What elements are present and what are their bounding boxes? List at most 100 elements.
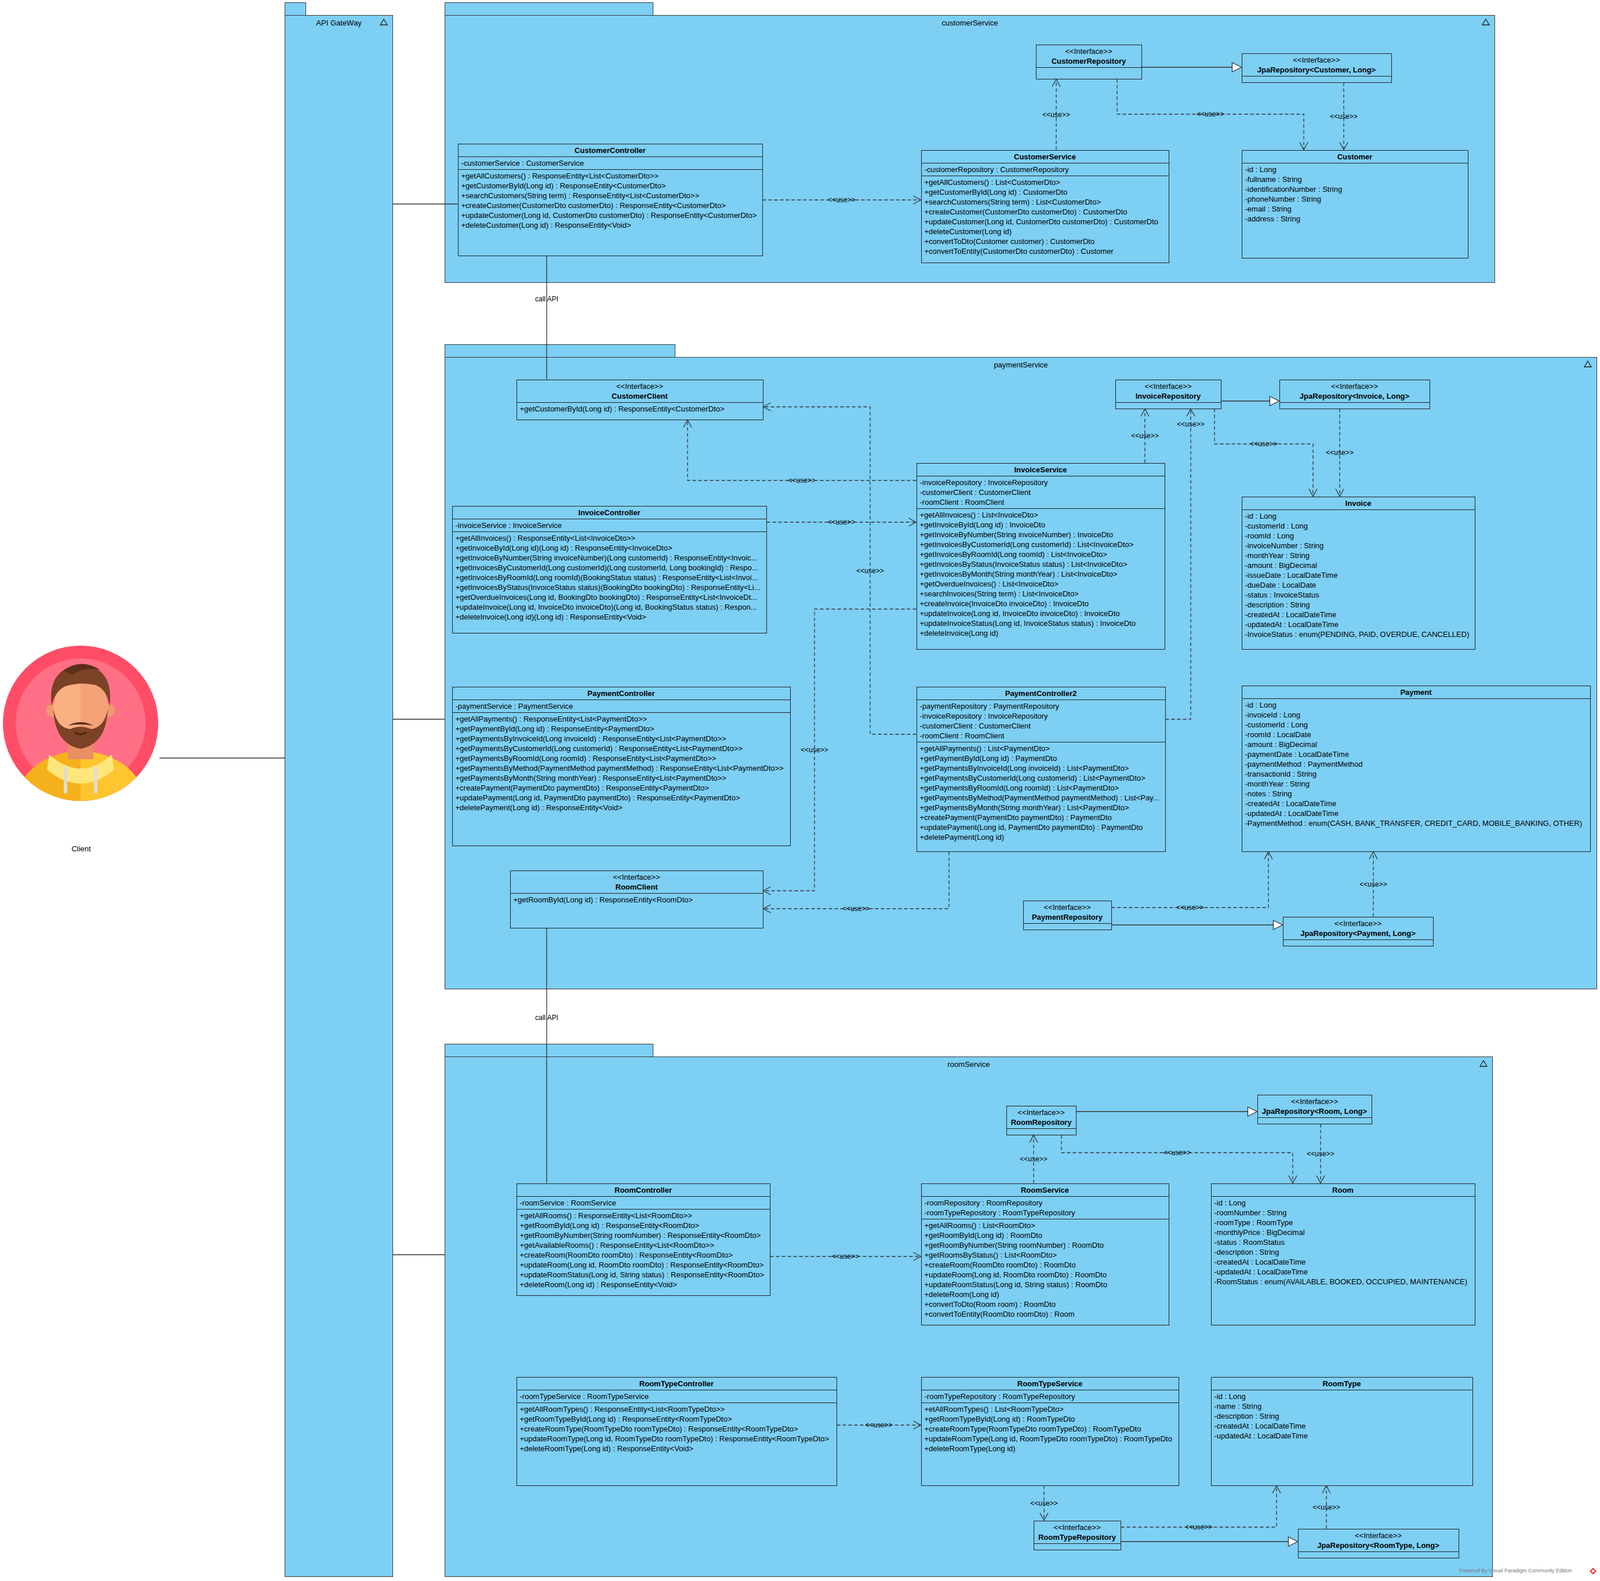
attribute: -invoiceRepository : InvoiceRepository bbox=[920, 477, 1049, 488]
attribute: -monthYear : String bbox=[1245, 550, 1311, 561]
operation: +deleteRoom(Long id) bbox=[924, 1289, 1000, 1300]
operation: +deleteRoomType(Long id) bbox=[924, 1444, 1016, 1454]
operation: +updateRoom(Long id, RoomDto roomDto) : … bbox=[924, 1270, 1108, 1280]
attribute: -status : InvoiceStatus bbox=[1245, 590, 1320, 600]
class-name: Payment bbox=[1400, 687, 1432, 698]
attribute: -updatedAt : LocalDateTime bbox=[1214, 1431, 1308, 1442]
operation: +getAllRooms() : List<RoomDto> bbox=[924, 1220, 1036, 1231]
association-line bbox=[393, 1255, 445, 1256]
empty-compartment bbox=[1283, 940, 1434, 947]
package-symbol bbox=[1479, 1060, 1488, 1068]
operation: +getCustomerById(Long id) : CustomerDto bbox=[924, 187, 1068, 198]
edge-label-wrap: <<use>> bbox=[1174, 903, 1206, 913]
attribute: -createdAt : LocalDateTime bbox=[1245, 609, 1337, 620]
edge-label-wrap: call API bbox=[533, 295, 560, 304]
stereotype: <<Interface>> bbox=[1053, 1522, 1101, 1533]
class-name: JpaRepository<Payment, Long> bbox=[1300, 928, 1416, 939]
operation: +deleteRoomType(Long id) : ResponseEntit… bbox=[520, 1444, 694, 1454]
operation: +getInvoicesByStatus(InvoiceStatus statu… bbox=[920, 559, 1128, 570]
attribute: -roomClient : RoomClient bbox=[920, 731, 1005, 741]
method-compartment: +getAllInvoices() : List<InvoiceDto> +get… bbox=[917, 508, 1165, 650]
connector-path bbox=[393, 1254, 445, 1256]
attribute: -address : String bbox=[1245, 213, 1301, 224]
class-name: JpaRepository<Invoice, Long> bbox=[1299, 391, 1410, 402]
package-title-wrap: customerService bbox=[445, 17, 1495, 28]
operation: +getOverdueInvoices() : List<InvoiceDto> bbox=[920, 579, 1060, 589]
operation: +getRoomById(Long id) : ResponseEntity<R… bbox=[513, 895, 694, 905]
edge-label: <<use>> bbox=[854, 566, 886, 576]
method-compartment: +getRoomById(Long id) : ResponseEntity<R… bbox=[510, 893, 763, 929]
attribute-compartment: -invoiceRepository : InvoiceRepository-c… bbox=[917, 476, 1165, 509]
operation: +getInvoicesByStatus(InvoiceStatus statu… bbox=[455, 582, 761, 593]
method-compartment: +getAllRooms() : ResponseEntity<List<Roo… bbox=[517, 1209, 770, 1296]
class-name: PaymentController2 bbox=[1005, 688, 1078, 699]
class-name: CustomerRepository bbox=[1051, 56, 1127, 67]
class-header: <<Interface>>RoomClient bbox=[510, 871, 763, 894]
operation: +createRoom(RoomDto roomDto) : RoomDto bbox=[924, 1260, 1076, 1271]
class-name: JpaRepository<Customer, Long> bbox=[1257, 64, 1376, 75]
edge-label-wrap: <<use>> bbox=[1129, 431, 1160, 441]
attribute: -paymentDate : LocalDateTime bbox=[1245, 749, 1349, 760]
edge-label-wrap: <<use>> bbox=[1357, 880, 1389, 889]
attribute: -amount : BigDecimal bbox=[1245, 560, 1318, 571]
operation: +getPaymentsByMonth(String monthYear) : … bbox=[455, 773, 727, 784]
operation: +updateInvoiceStatus(Long id, InvoiceSta… bbox=[920, 618, 1137, 629]
operation: +deletePayment(Long id) bbox=[920, 832, 1005, 843]
interface-box: <<Interface>>JpaRepository<Payment, Long… bbox=[1282, 917, 1434, 947]
interface-box: <<Interface>>PaymentRepository bbox=[1023, 900, 1112, 931]
operation: +getRoomByNumber(String roomNumber) : Ro… bbox=[924, 1240, 1105, 1251]
class-name: JpaRepository<RoomType, Long> bbox=[1317, 1540, 1440, 1551]
edge-label: call API bbox=[533, 295, 560, 304]
connector-path bbox=[393, 718, 445, 720]
method-compartment: +getAllCustomers() : List<CustomerDto>+g… bbox=[921, 176, 1169, 263]
watermark: Powered By Visual Paradigm Community Edi… bbox=[1459, 1568, 1572, 1575]
class-box: RoomService-roomRepository : RoomReposit… bbox=[921, 1183, 1170, 1326]
class-box: Customer-id : Long-fullname : String-ide… bbox=[1241, 150, 1469, 259]
class-box: CustomerService-customerRepository : Cus… bbox=[921, 150, 1170, 264]
edge-label-wrap: <<use>> bbox=[1324, 448, 1355, 458]
operation: +getPaymentsByMethod(PaymentMethod payme… bbox=[920, 793, 1160, 803]
class-box: Invoice-id : Long-customerId : Long-room… bbox=[1241, 496, 1476, 650]
attribute: -roomService : RoomService bbox=[520, 1198, 617, 1209]
interface-box: <<Interface>>JpaRepository<RoomType, Lon… bbox=[1297, 1529, 1460, 1559]
operation: +getPaymentsByCustomerId(Long customerId… bbox=[920, 773, 1146, 784]
operation: +getCustomerById(Long id) : ResponseEnti… bbox=[461, 180, 667, 191]
edge-label-wrap: <<use>> bbox=[830, 1252, 861, 1262]
class-name: CustomerClient bbox=[611, 391, 668, 402]
actor-label-wrap: Client bbox=[2, 844, 160, 854]
attribute: -roomNumber : String bbox=[1214, 1208, 1287, 1218]
stereotype: <<Interface>> bbox=[1291, 1096, 1338, 1107]
operation: +convertToDto(Room room) : RoomDto bbox=[924, 1299, 1057, 1310]
package-frame: customerService<<Interface>>CustomerRepo… bbox=[444, 15, 1496, 283]
operation: +getAllInvoices() : List<InvoiceDto> bbox=[920, 510, 1039, 520]
class-header: RoomTypeService bbox=[921, 1377, 1179, 1391]
stereotype: <<Interface>> bbox=[1354, 1531, 1402, 1541]
attribute: -notes : String bbox=[1245, 788, 1293, 799]
attribute: -description : String bbox=[1214, 1247, 1280, 1258]
operation: +convertToDto(Customer customer) : Custo… bbox=[924, 236, 1096, 247]
method-compartment: +getAllRooms() : List<RoomDto> +getRoomBy… bbox=[921, 1219, 1169, 1326]
operation: +createRoomType(RoomTypeDto roomTypeDto)… bbox=[924, 1424, 1142, 1435]
attribute: -roomType : RoomType bbox=[1214, 1217, 1294, 1228]
attribute-compartment: -paymentRepository : PaymentRepository-i… bbox=[917, 700, 1166, 743]
attribute: -createdAt : LocalDateTime bbox=[1214, 1257, 1307, 1268]
operation: +updateCustomer(Long id, CustomerDto cus… bbox=[461, 210, 758, 221]
package-tab bbox=[444, 344, 676, 358]
empty-compartment bbox=[1034, 1544, 1121, 1551]
attribute: -customerId : Long bbox=[1245, 720, 1308, 730]
operation: +getInvoicesByRoomId(Long roomId) : List… bbox=[920, 549, 1108, 560]
attribute: -description : String bbox=[1214, 1411, 1280, 1422]
class-box: Payment-id : Long-invoiceId : Long-custo… bbox=[1241, 685, 1591, 853]
class-box: PaymentController2-paymentRepository : P… bbox=[916, 686, 1166, 853]
operation: +deleteRoom(Long id) : ResponseEntity<Vo… bbox=[520, 1280, 678, 1290]
package-title-wrap: API GateWay bbox=[285, 17, 393, 28]
operation: +getInvoiceByNumber(String invoiceNumber… bbox=[920, 529, 1114, 540]
interface-box: <<Interface>>RoomTypeRepository bbox=[1033, 1521, 1122, 1551]
operation: +getPaymentsByInvoiceId(Long invoiceId) … bbox=[455, 733, 727, 744]
edge-label: <<use>> bbox=[1040, 110, 1072, 119]
operation: +deleteCustomer(Long id) bbox=[924, 226, 1013, 237]
class-header: PaymentController bbox=[452, 687, 791, 701]
attribute: -invoiceRepository : InvoiceRepository bbox=[920, 711, 1049, 722]
attribute: -roomRepository : RoomRepository bbox=[924, 1198, 1043, 1209]
package-symbol-shape bbox=[1584, 361, 1592, 367]
